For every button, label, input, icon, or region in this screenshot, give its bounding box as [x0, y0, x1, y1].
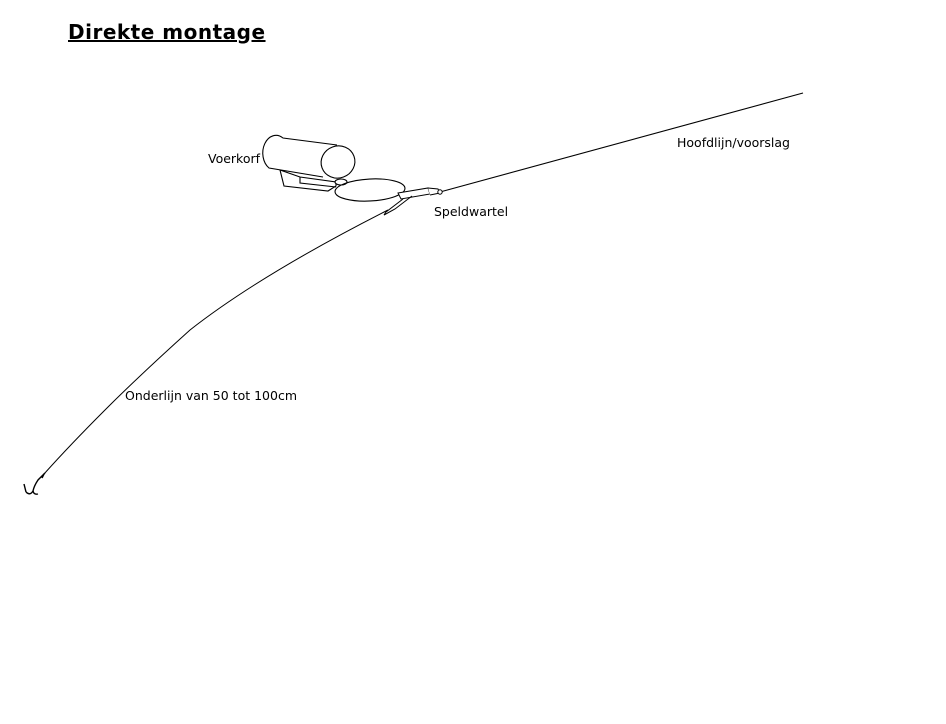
main-line-label: Hoofdlijn/voorslag [677, 135, 790, 150]
page-title: Direkte montage [68, 20, 266, 44]
hook-length-label: Onderlijn van 50 tot 100cm [125, 388, 298, 403]
main-line [439, 92, 804, 193]
feeder-label: Voerkorf [208, 151, 261, 166]
feeder-loop [334, 178, 406, 202]
snap-swivel-icon [383, 187, 443, 216]
feeder-basket-icon [262, 134, 356, 192]
hook-length-line [43, 209, 389, 475]
fishing-hook-icon [23, 472, 46, 495]
snap-swivel-label: Speldwartel [434, 204, 509, 219]
